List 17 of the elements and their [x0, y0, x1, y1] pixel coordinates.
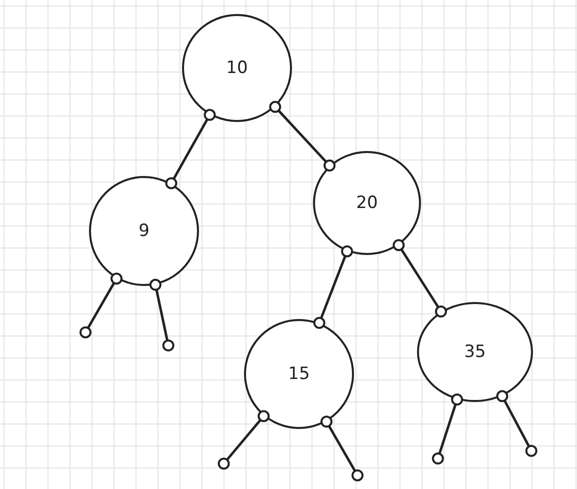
tree-link	[496, 390, 538, 457]
tree-link	[392, 239, 447, 318]
tree-link	[269, 100, 336, 172]
node-value: 9	[138, 221, 150, 241]
tree-link	[165, 108, 216, 190]
node-value: 35	[464, 342, 486, 362]
tree-node-circle	[244, 319, 354, 429]
tree-link	[313, 245, 354, 329]
node-value: 20	[356, 193, 378, 213]
tree-link	[432, 394, 464, 465]
tree-link	[320, 416, 364, 482]
node-value: 15	[288, 364, 310, 384]
node-value: 10	[226, 58, 248, 78]
tree-link	[80, 272, 122, 338]
tree-link	[218, 410, 270, 470]
tree-node-circle	[182, 14, 292, 122]
tree-link	[149, 278, 174, 352]
